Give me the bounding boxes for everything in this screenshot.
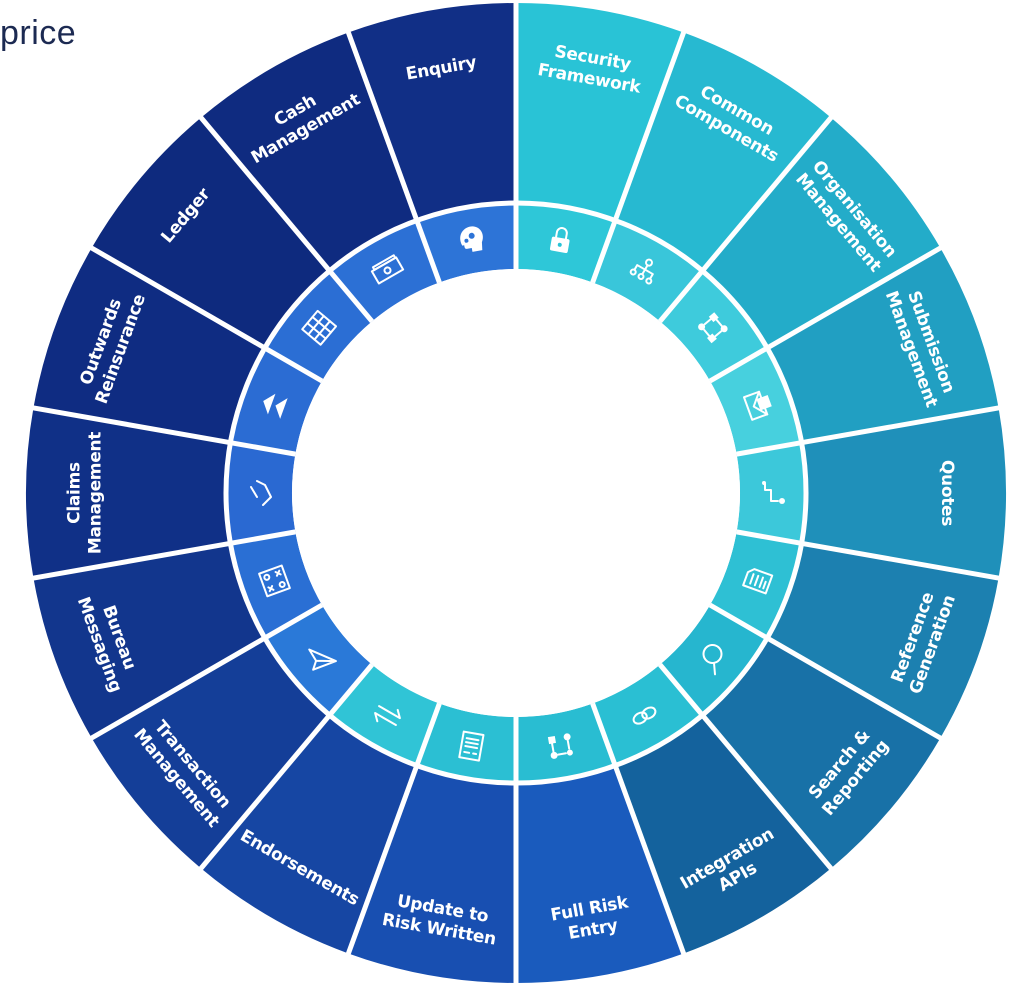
module-label-line: Claims bbox=[65, 462, 85, 524]
module-segment-enquiry: Enquiry bbox=[348, 3, 516, 283]
segment-divider bbox=[590, 29, 687, 284]
paper-plane-icon bbox=[308, 648, 337, 671]
swap-arrows-icon bbox=[374, 705, 401, 727]
segment-divider bbox=[88, 602, 324, 742]
module-segment-endorsements: Endorsements bbox=[201, 664, 440, 954]
form-icon bbox=[458, 730, 485, 762]
segment-divider bbox=[197, 114, 374, 324]
outer-segment-quotes bbox=[801, 407, 1006, 579]
outer-segment-reference-generation bbox=[767, 543, 999, 738]
magnifier-icon bbox=[702, 643, 723, 676]
segment-divider bbox=[658, 662, 835, 872]
module-segment-cash-management: CashManagement bbox=[201, 32, 440, 322]
module-segment-reference-generation: ReferenceGeneration bbox=[709, 531, 999, 738]
module-segment-security-framework: SecurityFramework bbox=[516, 3, 684, 283]
module-segment-ledger: Ledger bbox=[91, 117, 373, 381]
segment-divider bbox=[708, 602, 944, 742]
module-label-quotes: Quotes bbox=[937, 460, 957, 526]
module-segment-quotes: Quotes bbox=[736, 407, 1006, 579]
outer-segment-security-framework bbox=[516, 3, 684, 221]
inner-segment-update-to-risk-written bbox=[416, 703, 516, 783]
inner-segment-full-risk-entry bbox=[516, 703, 616, 783]
double-arrow-icon bbox=[263, 393, 288, 419]
module-label-line: Quotes bbox=[937, 460, 957, 526]
route-icon bbox=[762, 481, 785, 504]
module-segment-claims-management: ClaimsManagement bbox=[25, 407, 296, 579]
flowchart-icon bbox=[547, 733, 573, 759]
segment-divider bbox=[736, 529, 1001, 581]
outer-segment-enquiry bbox=[348, 3, 516, 221]
outer-segment-integration-apis bbox=[615, 715, 831, 954]
outer-segment-full-risk-entry bbox=[516, 765, 684, 983]
module-segment-update-to-risk-written: Update toRisk Written bbox=[348, 703, 516, 983]
ring-divider bbox=[223, 200, 809, 786]
envelope-document-icon bbox=[742, 390, 772, 421]
module-segment-integration-apis: IntegrationAPIs bbox=[592, 664, 831, 954]
inner-segment-search-and-reporting bbox=[659, 605, 768, 716]
outer-segment-ledger bbox=[91, 117, 330, 349]
module-segment-full-risk-entry: Full RiskEntry bbox=[516, 703, 684, 983]
segments-group: SecurityFrameworkCommonComponentsOrganis… bbox=[25, 1, 1006, 985]
banknote-icon bbox=[370, 254, 405, 285]
chain-link-icon bbox=[632, 706, 657, 725]
module-label-claims-management: ClaimsManagement bbox=[65, 432, 106, 554]
head-gears-icon bbox=[460, 226, 483, 252]
outer-segment-update-to-risk-written bbox=[348, 765, 516, 983]
outer-segment-claims-management bbox=[25, 407, 231, 579]
segment-divider bbox=[345, 29, 442, 284]
segment-divider bbox=[345, 702, 442, 957]
hierarchy-icon bbox=[629, 258, 654, 285]
document-icon bbox=[742, 568, 774, 595]
outer-segment-bureau-messaging bbox=[33, 543, 265, 738]
module-segment-organisation-management: OrganisationManagement bbox=[659, 117, 941, 381]
segment-divider bbox=[31, 529, 296, 581]
inner-segment-claims-management bbox=[225, 442, 296, 544]
outer-segment-outwards-reinsurance bbox=[33, 248, 265, 443]
hand-icon bbox=[250, 480, 272, 506]
workflow-icon bbox=[698, 312, 728, 344]
inner-segment-organisation-management bbox=[659, 270, 768, 381]
segment-divider bbox=[31, 405, 296, 457]
segment-divider bbox=[708, 244, 944, 384]
inner-segment-endorsements bbox=[329, 664, 440, 766]
center-disc bbox=[292, 269, 740, 717]
grid-icon bbox=[301, 309, 338, 346]
outer-segment-search-and-reporting bbox=[702, 638, 941, 869]
module-segment-search-and-reporting: Search &Reporting bbox=[659, 605, 941, 869]
outer-segment-organisation-management bbox=[702, 117, 941, 349]
module-segment-transaction-management: TransactionManagement bbox=[91, 605, 373, 869]
corner-caption-text: price bbox=[0, 14, 77, 52]
segment-divider bbox=[590, 702, 687, 957]
segment-divider bbox=[658, 114, 835, 324]
module-label-line: Management bbox=[86, 432, 106, 554]
segment-divider bbox=[736, 405, 1001, 457]
segment-divider bbox=[197, 662, 374, 872]
outer-segment-endorsements bbox=[201, 715, 417, 954]
strategy-board-icon bbox=[258, 564, 291, 598]
outer-segment-transaction-management bbox=[91, 638, 330, 869]
module-segment-common-components: CommonComponents bbox=[592, 32, 831, 322]
outer-segment-common-components bbox=[615, 32, 831, 271]
outer-segment-submission-management bbox=[767, 248, 999, 443]
segment-divider bbox=[88, 244, 324, 384]
module-segment-submission-management: SubmissionManagement bbox=[709, 248, 999, 455]
inner-segment-ledger bbox=[264, 270, 373, 381]
outer-segment-cash-management bbox=[201, 32, 417, 271]
padlock-icon bbox=[549, 227, 570, 253]
